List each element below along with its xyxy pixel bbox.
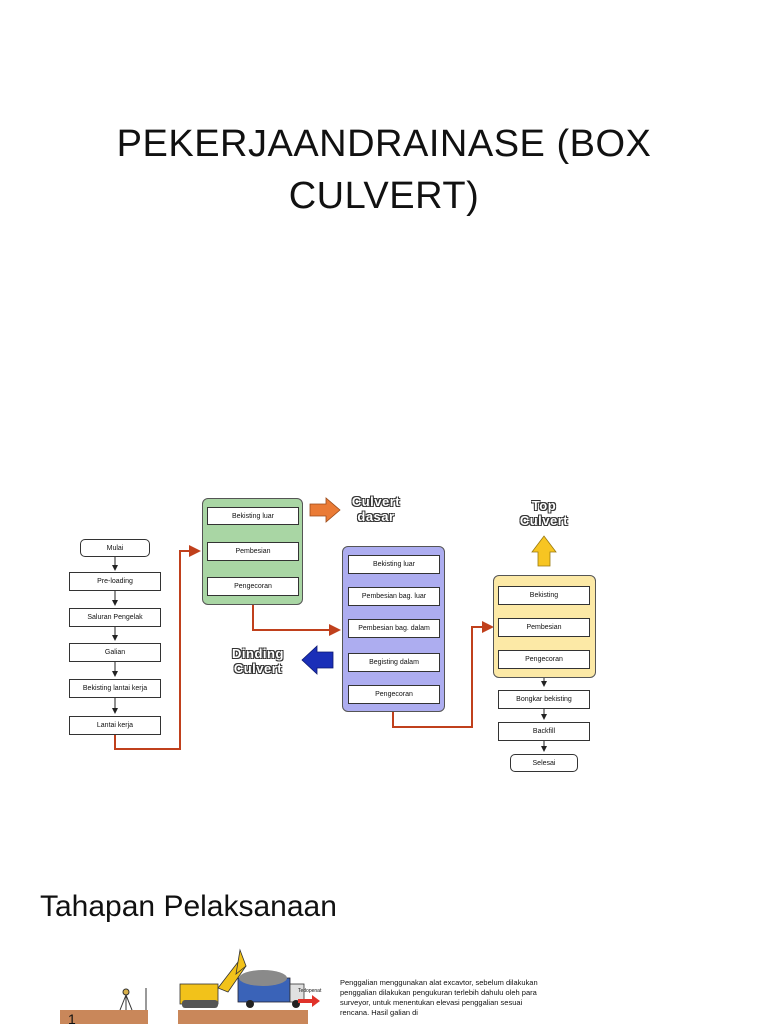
label-line: Dinding — [232, 646, 284, 661]
top-culvert-step: Bekisting — [498, 586, 590, 605]
connector — [252, 605, 341, 636]
dinding-culvert-label: Dinding Culvert — [222, 646, 294, 676]
blue-left-arrow-icon — [301, 645, 334, 675]
step-pre-loading: Pre-loading — [69, 572, 161, 591]
dinding-culvert-step: Bekisting luar — [348, 555, 440, 574]
label-line: Culvert — [233, 661, 283, 676]
start-node: Mulai — [80, 539, 150, 557]
dinding-culvert-step: Begisting dalam — [348, 653, 440, 672]
label-line: Top — [531, 498, 557, 513]
culvert-dasar-step: Pembesian — [207, 542, 299, 561]
culvert-dasar-step: Pengecoran — [207, 577, 299, 596]
yellow-up-arrow-icon — [531, 535, 557, 567]
step-backfill: Backfill — [498, 722, 590, 741]
dinding-culvert-step: Pembesian bag. luar — [348, 587, 440, 606]
dinding-culvert-step: Pembesian bag. dalam — [348, 619, 440, 638]
excavator-icon — [179, 948, 247, 1008]
top-culvert-step: Pembesian — [498, 618, 590, 637]
red-arrow-icon — [298, 995, 320, 1007]
orange-right-arrow-icon — [309, 497, 341, 523]
page-title: PEKERJAANDRAINASE (BOX CULVERT) — [116, 123, 652, 217]
step-galian: Galian — [69, 643, 161, 662]
connector — [392, 621, 494, 728]
section-title: Tahapan Pelaksanaan — [40, 890, 337, 923]
step-number: 1 — [68, 1011, 76, 1024]
step-bongkar-bekisting: Bongkar bekisting — [498, 690, 590, 709]
label-line: Culvert — [351, 494, 401, 509]
step-bekisting-lantai-kerja: Bekisting lantai kerja — [69, 679, 161, 698]
surveyor-icon — [119, 988, 147, 1011]
step-saluran-pengelak: Saluran Pengelak — [69, 608, 161, 627]
culvert-dasar-step: Bekisting luar — [207, 507, 299, 525]
label-line: dasar — [357, 509, 395, 524]
label-line: Culvert — [519, 513, 569, 528]
end-node: Selesai — [510, 754, 578, 772]
dump-truck-icon — [237, 970, 305, 1008]
image-label: Tedopenat — [298, 988, 322, 994]
step-description: Penggalian menggunakan alat excavtor, se… — [340, 978, 538, 1017]
top-culvert-step: Pengecoran — [498, 650, 590, 669]
ground — [178, 1010, 308, 1024]
connector — [114, 545, 201, 750]
ground — [60, 1010, 148, 1024]
step-lantai-kerja: Lantai kerja — [69, 716, 161, 735]
top-culvert-label: Top Culvert — [508, 498, 580, 528]
culvert-dasar-label: Culvert dasar — [340, 494, 412, 524]
dinding-culvert-step: Pengecoran — [348, 685, 440, 704]
excavation-illustration: Tedopenat 1 — [60, 948, 322, 1024]
